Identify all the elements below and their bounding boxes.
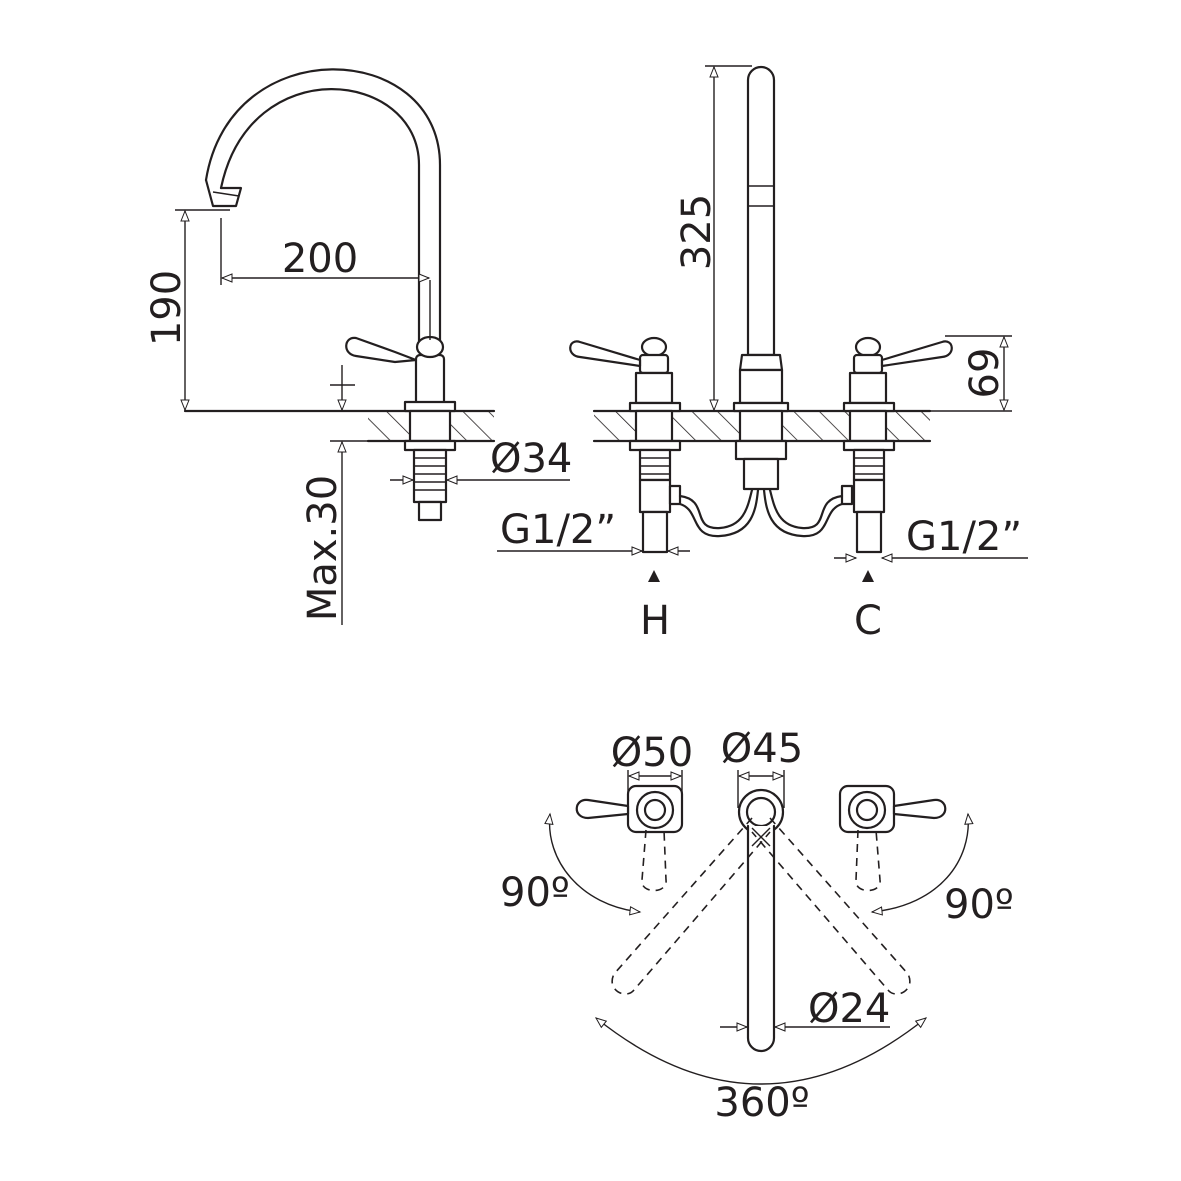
cold-label: C bbox=[854, 598, 882, 644]
dim-spout-height: 190 bbox=[144, 270, 190, 346]
cold-inlet-arrow bbox=[862, 570, 874, 582]
dim-spout-base-diameter: Ø45 bbox=[721, 726, 803, 772]
dim-hole-diameter: Ø34 bbox=[490, 436, 572, 482]
hot-label: H bbox=[640, 598, 670, 644]
spout-top bbox=[611, 788, 911, 1053]
dim-thread-hot: G1/2” bbox=[500, 507, 616, 553]
front-view: 325 69 G1/2” G1/2” H C bbox=[497, 65, 1028, 644]
arc-rotation-left bbox=[544, 812, 642, 916]
side-view: 200 190 Ø34 Max.30 bbox=[144, 68, 572, 625]
dim-total-height: 325 bbox=[674, 194, 720, 270]
hose-hot bbox=[678, 488, 754, 530]
arc-rotation-spout bbox=[594, 1017, 928, 1085]
arc-rotation-right bbox=[870, 812, 974, 916]
dim-rotation-right: 90º bbox=[944, 882, 1014, 928]
spout-tube-front bbox=[746, 65, 776, 357]
dim-rotation-spout: 360º bbox=[714, 1080, 809, 1126]
dim-thread-cold: G1/2” bbox=[906, 514, 1022, 560]
dim-rotation-left: 90º bbox=[500, 870, 570, 916]
handle-body-side bbox=[414, 353, 446, 407]
dim-spout-reach: 200 bbox=[282, 236, 358, 282]
gooseneck-spout bbox=[219, 88, 421, 347]
dim-spout-tube-diameter: Ø24 bbox=[808, 986, 890, 1032]
top-view: Ø50 Ø45 Ø24 90º 90º 360º bbox=[500, 726, 1014, 1126]
hose-cold bbox=[768, 488, 844, 530]
dim-handle-base-diameter: Ø50 bbox=[611, 730, 693, 776]
dim-handle-height: 69 bbox=[962, 348, 1008, 399]
hot-inlet-arrow bbox=[648, 570, 660, 582]
cold-handle-top bbox=[838, 784, 947, 892]
hot-handle-top bbox=[575, 784, 684, 892]
hot-handle-front bbox=[569, 336, 682, 554]
dim-max-deck: Max.30 bbox=[300, 475, 346, 621]
